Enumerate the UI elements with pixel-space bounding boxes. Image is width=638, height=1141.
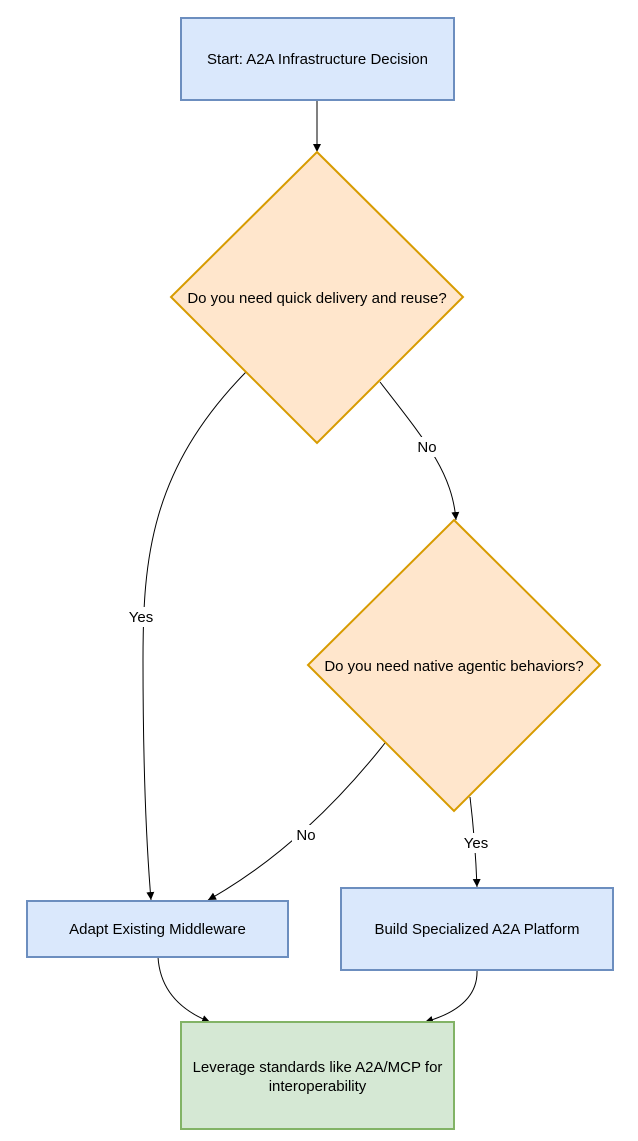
decision-native-agentic-label: Do you need native agentic behaviors? (324, 658, 583, 675)
decision-native-agentic-diamond (306, 518, 602, 813)
edge-label-quick-no: No (417, 439, 436, 456)
build-platform-box (340, 887, 614, 971)
edge-label-quick-yes: Yes (129, 609, 153, 626)
start-node-box (180, 17, 455, 101)
decision-quick-delivery-diamond (169, 150, 465, 445)
start-node-label: Start: A2A Infrastructure Decision (207, 51, 428, 68)
edge-adapt-to-leverage (157, 956, 211, 1023)
leverage-standards-label-line2: interoperability (269, 1078, 367, 1095)
decision-quick-delivery: Do you need quick delivery and reuse? (169, 150, 465, 445)
edge-labels: No Yes No Yes (124, 437, 493, 853)
build-platform-label: Build Specialized A2A Platform (374, 921, 579, 938)
leverage-standards-box (180, 1021, 455, 1130)
edge-label-bg (292, 825, 321, 845)
leverage-standards-node: Leverage standards like A2A/MCP for inte… (180, 1021, 455, 1130)
edge-label-bg (459, 833, 493, 853)
edge-label-native-yes: Yes (464, 835, 488, 852)
adapt-middleware-node: Adapt Existing Middleware (26, 900, 289, 958)
start-node: Start: A2A Infrastructure Decision (180, 17, 455, 101)
edge-label-native-no: No (296, 827, 315, 844)
leverage-standards-label-line1: Leverage standards like A2A/MCP for (193, 1059, 443, 1076)
decision-native-agentic: Do you need native agentic behaviors? (306, 518, 602, 813)
adapt-middleware-label: Adapt Existing Middleware (69, 921, 246, 938)
build-platform-node: Build Specialized A2A Platform (340, 887, 614, 971)
edge-quick-decision-yes-to-adapt (142, 371, 247, 901)
adapt-middleware-box (26, 900, 289, 958)
edge-build-to-leverage (424, 969, 478, 1024)
decision-quick-delivery-label: Do you need quick delivery and reuse? (187, 290, 446, 307)
edge-label-bg (413, 437, 442, 457)
nodes: Start: A2A Infrastructure Decision Do yo… (26, 17, 614, 1130)
edge-native-decision-no-to-adapt (207, 742, 386, 901)
edge-label-bg (124, 607, 158, 627)
